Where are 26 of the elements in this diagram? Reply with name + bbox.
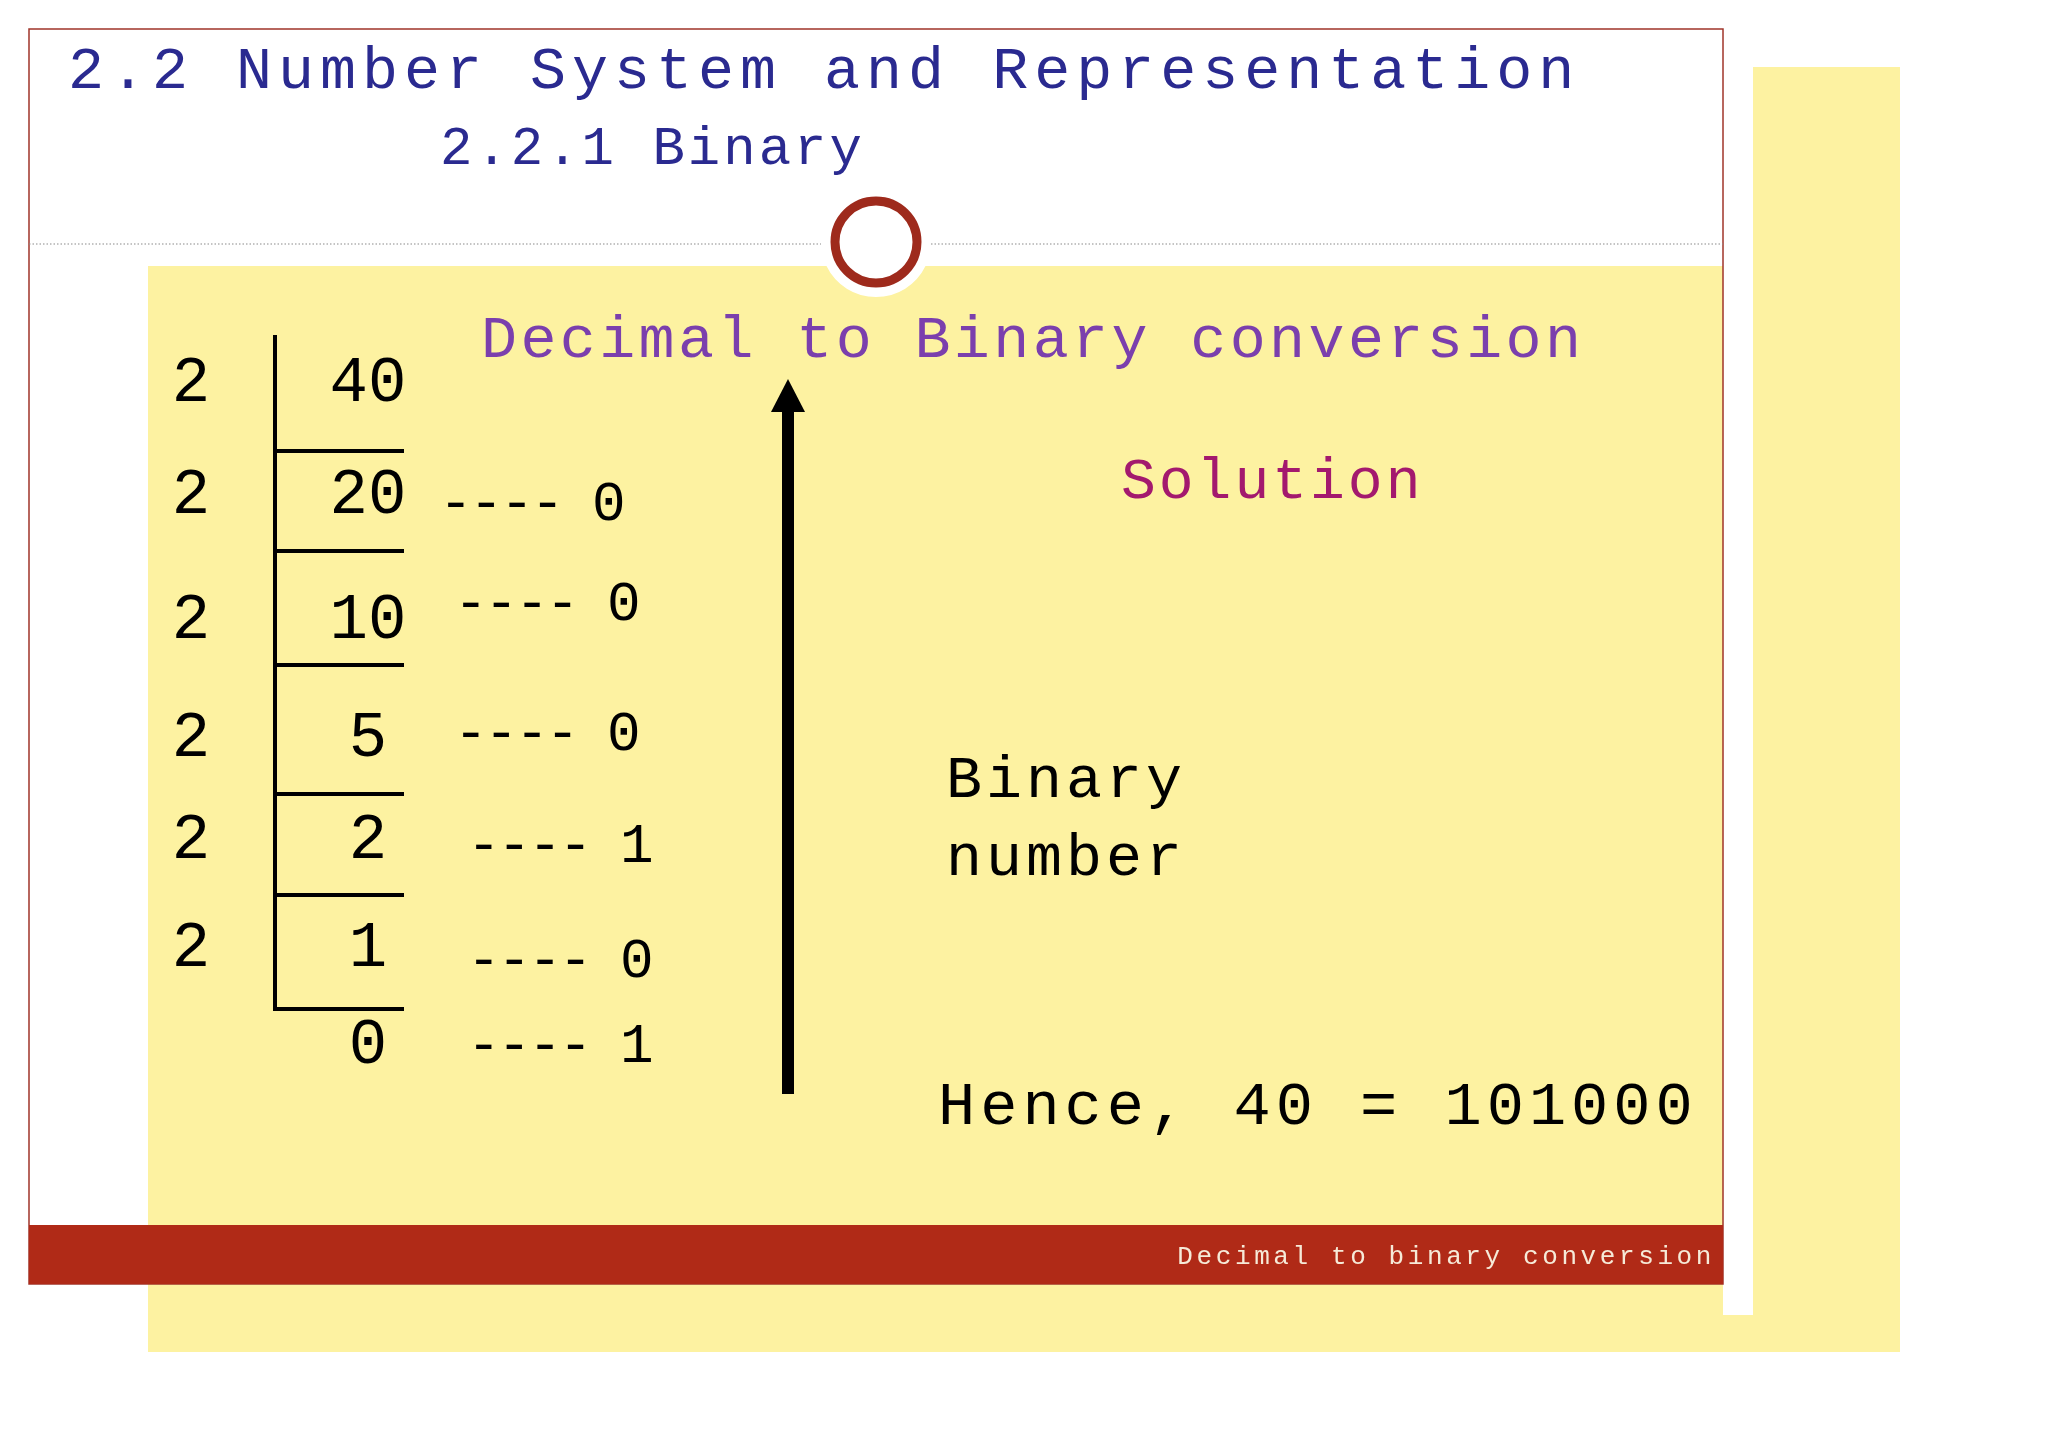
result-label: Binary number xyxy=(946,746,1187,895)
slide-heading: Decimal to Binary conversion xyxy=(481,306,1585,376)
remainder: ---- 1 xyxy=(467,814,651,880)
divisor: 2 xyxy=(171,913,211,987)
remainder: ---- 0 xyxy=(467,929,651,995)
quotient: 0 xyxy=(348,1010,388,1084)
divisor: 2 xyxy=(171,703,211,777)
footer-text: Decimal to binary conversion xyxy=(1177,1243,1715,1273)
remainder: ---- 1 xyxy=(467,1014,651,1080)
quotient: 40 xyxy=(329,348,407,422)
result-statement: Hence, 40 = 101000 xyxy=(938,1072,1698,1144)
section-heading: Solution xyxy=(1121,449,1424,517)
remainder: ---- 0 xyxy=(439,472,623,538)
quotient: 2 xyxy=(348,805,388,879)
remainder: ---- 0 xyxy=(454,572,638,638)
divisor: 2 xyxy=(171,585,211,659)
divisor: 2 xyxy=(171,460,211,534)
slide-title: 2.2 Number System and Representation xyxy=(68,37,1581,107)
quotient: 10 xyxy=(329,585,407,659)
divisor: 2 xyxy=(171,348,211,422)
divisor: 2 xyxy=(171,805,211,879)
remainder: ---- 0 xyxy=(454,702,638,768)
quotient: 20 xyxy=(329,460,407,534)
quotient: 5 xyxy=(348,703,388,777)
quotient: 1 xyxy=(348,913,388,987)
subtitle: 2.2.1 Binary xyxy=(440,118,865,182)
